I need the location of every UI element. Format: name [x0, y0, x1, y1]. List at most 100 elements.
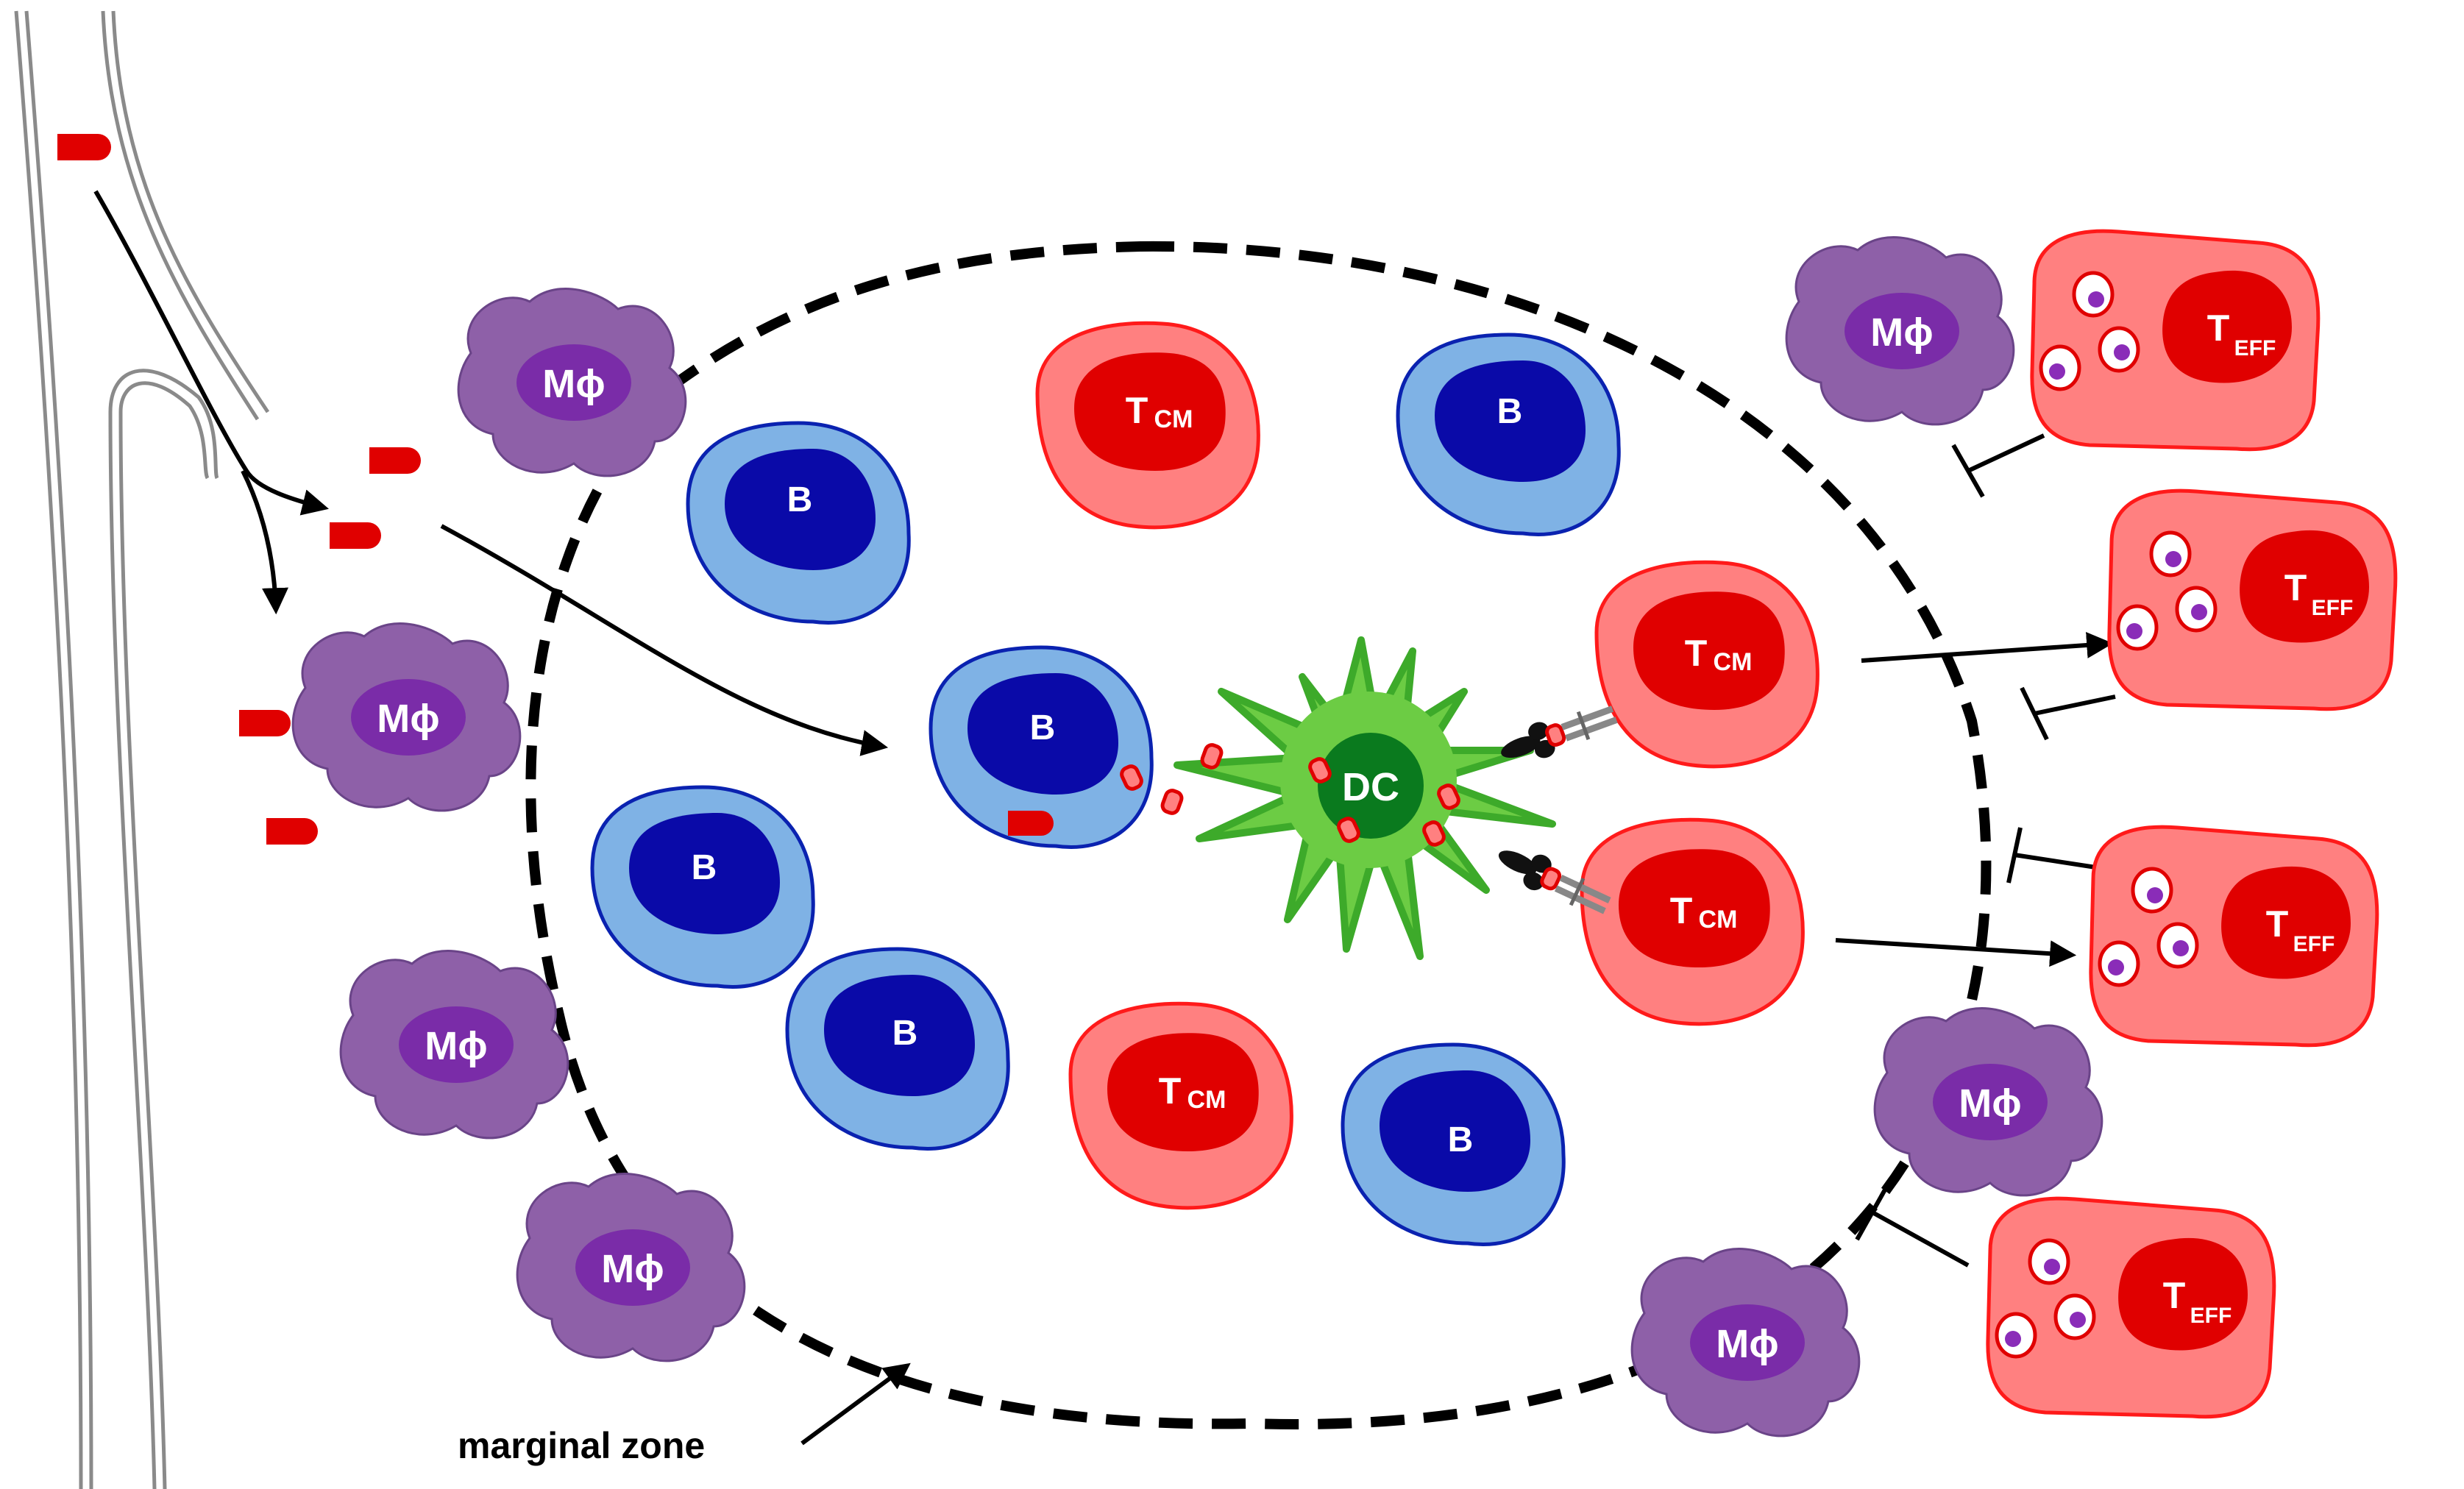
inhibition-1 [1951, 433, 2045, 498]
b-cell-label: B [1448, 1120, 1474, 1159]
b-cells: B B B B B B [590, 333, 1621, 1246]
macrophage-cell: Mϕ [291, 622, 522, 812]
phagosome [2072, 271, 2115, 318]
macrophage-cell: Mϕ [516, 1173, 746, 1362]
antigen-fragment [1437, 783, 1460, 810]
central-memory-t-cell: T CM [1594, 560, 1819, 769]
t-eff-label-main: T [2163, 1275, 2186, 1316]
t-cm-label-sub: CM [1187, 1086, 1226, 1114]
central-memory-t-cell: T CM [1580, 817, 1805, 1026]
antigen-fragments [1160, 743, 1224, 815]
pathogen [266, 818, 318, 845]
b-cell: B [686, 421, 911, 625]
t-cm-label-main: T [1685, 633, 1708, 674]
effector-t-cell: T EFF [1986, 1196, 2276, 1419]
t-cm-label-main: T [1670, 890, 1693, 931]
internalized-pathogen [1008, 811, 1054, 836]
t-cm-label-sub: CM [1699, 906, 1738, 934]
b-cell: B [590, 785, 815, 989]
t-eff-label-main: T [2284, 567, 2307, 608]
t-eff-label-sub: EFF [2234, 336, 2276, 360]
phagosome [2116, 604, 2159, 651]
antigen-fragment [1308, 757, 1332, 783]
macrophage-label: Mϕ [1716, 1322, 1778, 1366]
b-cell: B [1341, 1042, 1566, 1246]
t-eff-label-sub: EFF [2190, 1304, 2232, 1328]
macrophage-cell: Mϕ [1873, 1007, 2103, 1197]
macrophage-label: Mϕ [425, 1024, 487, 1068]
b-cell: B [1396, 333, 1621, 536]
phagosome [2149, 530, 2192, 578]
t-cm-label-sub: CM [1714, 648, 1753, 676]
inhibition-3 [2006, 827, 2101, 884]
antigen-fragment [1337, 817, 1360, 843]
vessel-arrow-upper [93, 190, 329, 516]
macrophage-label: Mϕ [1870, 310, 1933, 355]
b-cell-label: B [787, 480, 813, 519]
phagosome [2175, 586, 2218, 633]
phagosome [2039, 344, 2081, 391]
antigen-presenting-b-cell: B [929, 645, 1154, 849]
macrophage-cell: Mϕ [1785, 236, 2015, 426]
marginal-zone-label: marginal zone [458, 1425, 705, 1466]
t-eff-label-main: T [2266, 903, 2289, 945]
marginal-zone-pointer-arrow [800, 1362, 911, 1446]
effector-t-cells: T EFF T EFF T EFF T EFF [1986, 229, 2398, 1419]
pathogen-in-vessel [57, 134, 111, 160]
blood-vessel [14, 10, 270, 1489]
t-cm-to-t-eff-arrow-upper [1861, 632, 2114, 663]
macrophage-label: Mϕ [377, 697, 439, 741]
pathogens [57, 134, 421, 845]
effector-t-cell: T EFF [2030, 229, 2321, 452]
pathogen [330, 522, 381, 549]
vessel-arrow-lower [241, 469, 289, 615]
phagosome [2098, 326, 2140, 373]
phagosome [2131, 867, 2173, 914]
phagosome [2098, 940, 2140, 987]
central-memory-t-cells: T CM T CM T CM T CM [1035, 321, 1819, 1210]
macrophage-label: Mϕ [601, 1247, 664, 1291]
dendritic-cell: DC [1174, 636, 1556, 960]
effector-t-cell: T EFF [2107, 488, 2398, 711]
t-cm-label-main: T [1159, 1070, 1182, 1112]
b-cell-label: B [1497, 392, 1523, 431]
t-cm-to-t-eff-arrow-lower [1835, 938, 2077, 967]
marginal-zone-boundary [525, 241, 1992, 1429]
antigen-fragment [1160, 789, 1184, 815]
inhibition-2 [2020, 686, 2116, 741]
macrophage-cell: Mϕ [1630, 1248, 1861, 1438]
pathogen-to-b-cell-arrow [440, 524, 889, 756]
b-cell: B [785, 947, 1010, 1151]
dc-label: DC [1342, 765, 1399, 809]
macrophage-label: Mϕ [542, 362, 605, 406]
antigen-fragment [1422, 820, 1446, 847]
t-cm-label-main: T [1126, 390, 1148, 431]
flow-arrows [93, 190, 2114, 1446]
pathogen [369, 447, 421, 474]
central-memory-t-cell: T CM [1068, 1001, 1293, 1210]
antigen-fragment [1120, 764, 1143, 791]
mhc-tcr-synapse [1501, 706, 1618, 758]
phagosome [2053, 1293, 2096, 1340]
macrophage-cell: Mϕ [339, 950, 569, 1140]
b-cell-label: B [1030, 708, 1056, 747]
t-eff-label-sub: EFF [2293, 932, 2335, 956]
phagosome [2028, 1238, 2070, 1285]
t-cm-label-sub: CM [1154, 405, 1193, 433]
b-cell-label: B [892, 1014, 918, 1053]
mhc-tcr-synapse [1498, 850, 1611, 914]
central-memory-t-cell: T CM [1035, 321, 1260, 530]
inhibition-lines [1855, 433, 2116, 1268]
t-eff-label-sub: EFF [2312, 596, 2354, 620]
inhibition-4 [1855, 1183, 1970, 1268]
macrophages: Mϕ Mϕ Mϕ Mϕ Mϕ Mϕ Mϕ [291, 236, 2103, 1438]
phagosome [2156, 922, 2199, 969]
macrophage-cell: Mϕ [457, 288, 687, 477]
phagosome [1995, 1312, 2037, 1359]
b-cell-label: B [692, 848, 717, 887]
effector-t-cell: T EFF [2089, 825, 2379, 1048]
t-eff-label-main: T [2207, 308, 2230, 349]
pathogen [239, 710, 291, 736]
macrophage-label: Mϕ [1959, 1081, 2021, 1126]
